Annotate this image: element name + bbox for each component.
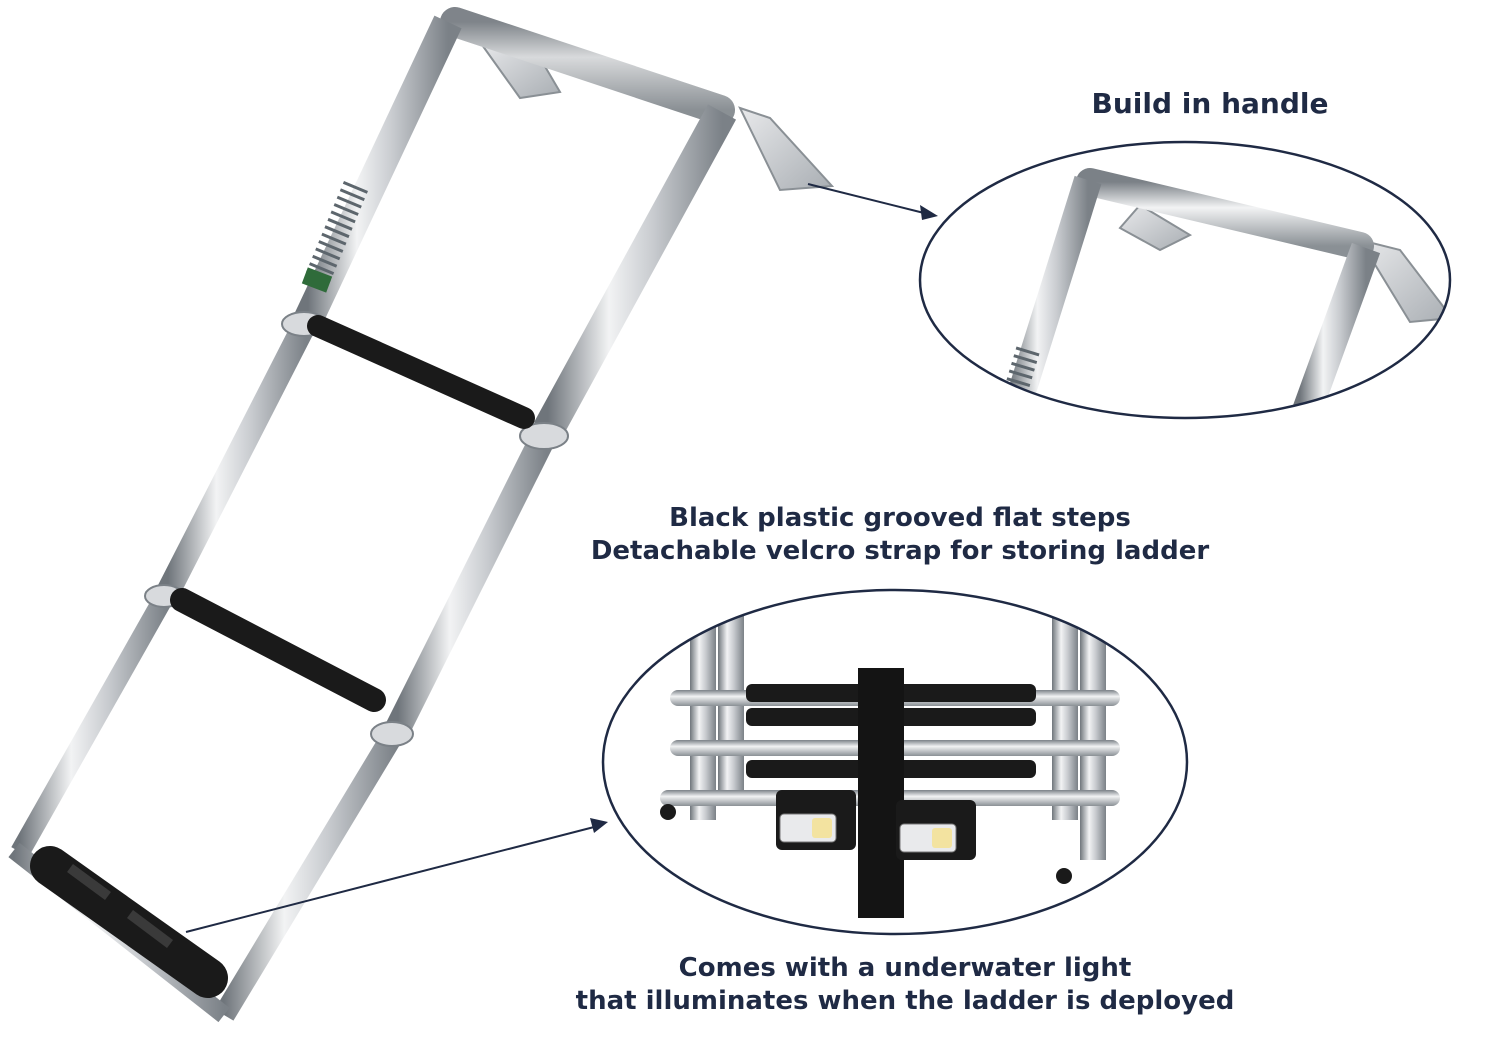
callout-arrow-light [185, 818, 608, 933]
ladder-top-handle [440, 7, 735, 125]
callout-handle-detail [918, 140, 1452, 420]
callout-arrow-handle [807, 183, 938, 220]
ladder-mount-plate-right [738, 106, 835, 192]
callout-light-outline [601, 588, 1189, 936]
caption-steps-line-1: Black plastic grooved flat steps [669, 503, 1131, 533]
ladder-rail-middle-right [386, 426, 558, 734]
ladder-bottom-step [30, 846, 228, 998]
ladder-rail-lower-left [11, 589, 175, 857]
ladder-step-1 [307, 315, 535, 429]
ladder-rail-upper-left [294, 15, 462, 327]
ladder-step-2 [170, 588, 386, 712]
caption-light-line-2: that illuminates when the ladder is depl… [575, 985, 1235, 1016]
ladder-rail-lower-right [214, 724, 406, 1021]
caption-light-line-1: Comes with a underwater light [678, 953, 1132, 983]
ladder-rail-upper-right [533, 104, 737, 438]
callout-light-detail [601, 588, 1189, 936]
caption-underwater-light: Comes with a underwater light that illum… [560, 952, 1250, 1017]
caption-handle-text: Build in handle [1091, 87, 1329, 120]
caption-build-in-handle: Build in handle [1060, 86, 1360, 121]
caption-steps: Black plastic grooved flat steps Detacha… [560, 502, 1240, 567]
caption-steps-line-2: Detachable velcro strap for storing ladd… [590, 535, 1210, 566]
callout-handle-outline [918, 140, 1452, 420]
ladder-main [8, 7, 835, 1023]
ladder-rail-middle-left [157, 316, 317, 598]
